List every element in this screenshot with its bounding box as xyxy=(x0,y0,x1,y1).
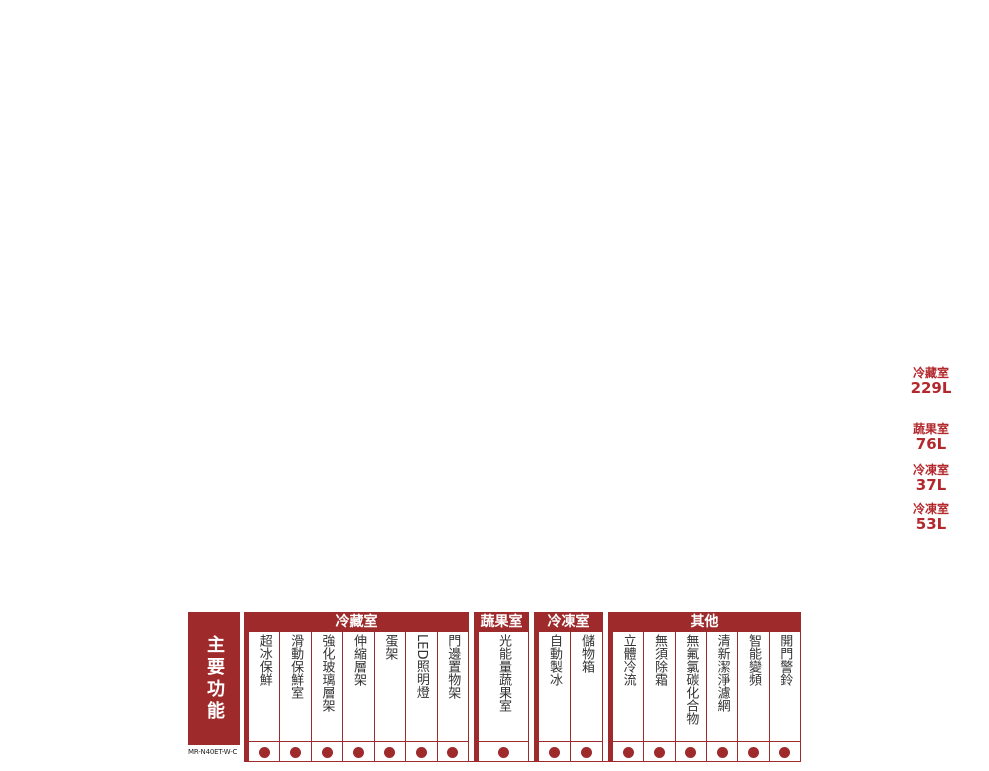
feature-column: 超冰保鮮 xyxy=(249,632,281,762)
capacity-fridge: 冷藏室 229L xyxy=(901,366,961,396)
feature-dot xyxy=(779,746,791,758)
feature-dot xyxy=(321,746,333,758)
group-header: 冷凍室 xyxy=(534,612,603,632)
capacity-freezer-1: 冷凍室 37L xyxy=(901,463,961,493)
capacity-freezer-2: 冷凍室 53L xyxy=(901,502,961,532)
group-header: 蔬果室 xyxy=(474,612,529,632)
feature-column: 門邊置物架 xyxy=(437,632,469,762)
feature-table: 主要功能 MR-N40ET-W-C 冷藏室 超冰保鮮 滑動保鮮室 強化玻璃層架 … xyxy=(188,612,801,762)
feature-label: 門邊置物架 xyxy=(445,634,461,699)
capacity-name: 冷凍室 xyxy=(912,502,949,516)
feature-label: 光能量蔬果室 xyxy=(496,634,511,712)
capacity-name: 冷凍室 xyxy=(912,463,949,477)
feature-dot xyxy=(622,746,634,758)
capacity-value: 76L xyxy=(915,435,947,453)
group-header: 冷藏室 xyxy=(244,612,469,632)
feature-column: 蛋架 xyxy=(374,632,407,762)
feature-column: 開門警鈴 xyxy=(769,632,801,762)
group-bar xyxy=(474,612,479,762)
feature-label: 開門警鈴 xyxy=(777,634,793,686)
feature-dot xyxy=(716,746,728,758)
table-bottom-rule xyxy=(244,761,801,762)
group-freezer: 冷凍室 自動製冰 儲物箱 xyxy=(534,612,603,762)
capacity-name: 冷藏室 xyxy=(912,366,949,380)
feature-label: 蛋架 xyxy=(382,634,398,660)
feature-dot xyxy=(581,746,592,758)
group-bar xyxy=(608,612,613,762)
model-number: MR-N40ET-W-C xyxy=(188,748,238,756)
feature-column: 立體冷流 xyxy=(613,632,645,762)
feature-column: 自動製冰 xyxy=(539,632,571,762)
feature-label: 伸縮層架 xyxy=(350,634,366,686)
table-title-text: 主要功能 xyxy=(204,634,225,723)
capacity-vegetable: 蔬果室 76L xyxy=(901,422,961,452)
feature-label: 儲物箱 xyxy=(579,634,594,673)
capacity-value: 229L xyxy=(910,379,952,397)
feature-column: 無氟氯碳化合物 xyxy=(675,632,707,762)
feature-label: 智能變頻 xyxy=(745,634,761,686)
group-bar xyxy=(244,612,249,762)
capacity-name: 蔬果室 xyxy=(912,422,949,436)
feature-dot xyxy=(447,746,459,758)
feature-label: 清新潔淨濾網 xyxy=(714,634,730,712)
feature-column: 儲物箱 xyxy=(571,632,603,762)
feature-column: 光能量蔬果室 xyxy=(479,632,529,762)
feature-label: 無氟氯碳化合物 xyxy=(683,634,699,725)
feature-column: 智能變頻 xyxy=(738,632,770,762)
table-title: 主要功能 xyxy=(188,612,240,745)
feature-dot xyxy=(258,746,270,758)
feature-column: 伸縮層架 xyxy=(343,632,375,762)
feature-column: 滑動保鮮室 xyxy=(280,632,312,762)
feature-label: 滑動保鮮室 xyxy=(288,634,304,699)
group-header: 其他 xyxy=(608,612,801,632)
feature-label: 自動製冰 xyxy=(547,634,562,686)
feature-dot xyxy=(685,746,697,758)
feature-dot xyxy=(747,746,759,758)
feature-label: 立體冷流 xyxy=(620,634,636,686)
capacity-value: 53L xyxy=(915,515,947,533)
feature-dot xyxy=(498,746,509,758)
feature-dot xyxy=(352,746,364,758)
feature-dot xyxy=(549,746,560,758)
feature-column: 清新潔淨濾網 xyxy=(706,632,739,762)
feature-dot xyxy=(384,746,396,758)
group-other: 其他 立體冷流 無須除霜 無氟氯碳化合物 清新潔淨濾網 智能變頻 開門警鈴 xyxy=(608,612,801,762)
feature-column: 無須除霜 xyxy=(644,632,676,762)
feature-label: 強化玻璃層架 xyxy=(319,634,335,712)
feature-dot xyxy=(290,746,302,758)
feature-dot xyxy=(415,746,427,758)
group-vegetable: 蔬果室 光能量蔬果室 xyxy=(474,612,529,762)
group-bar xyxy=(534,612,539,762)
feature-label: 無須除霜 xyxy=(651,634,667,686)
feature-column: 強化玻璃層架 xyxy=(311,632,344,762)
feature-label: 超冰保鮮 xyxy=(256,634,272,686)
group-fridge: 冷藏室 超冰保鮮 滑動保鮮室 強化玻璃層架 伸縮層架 蛋架 LED照明燈 門邊置… xyxy=(244,612,469,762)
feature-dot xyxy=(653,746,665,758)
feature-label: LED照明燈 xyxy=(413,634,429,699)
capacity-value: 37L xyxy=(915,476,947,494)
feature-column: LED照明燈 xyxy=(406,632,438,762)
